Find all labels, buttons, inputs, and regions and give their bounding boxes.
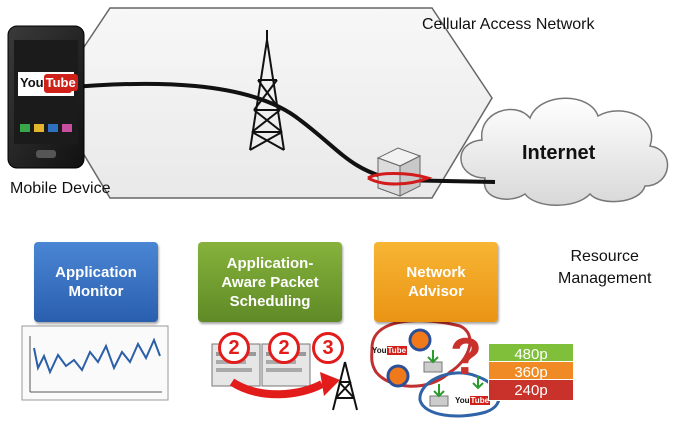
youtube-tube-text: Tube [43, 74, 78, 91]
browser-icon [408, 328, 432, 352]
download-icon [429, 384, 449, 407]
youtube-you-text: You [20, 75, 44, 90]
cell-tower-icon [249, 30, 285, 151]
download-icon [423, 350, 443, 373]
resolution-360p: 360p [488, 361, 574, 383]
network-advisor-box: Network Advisor [374, 242, 498, 322]
step-badge: 3 [312, 332, 344, 364]
application-monitor-box: Application Monitor [34, 242, 158, 322]
internet-cloud [460, 97, 669, 206]
step-badge: 2 [268, 332, 300, 364]
schedule-arrow [229, 378, 324, 399]
youtube-tube-text: Tube [469, 396, 491, 405]
resource-management-label: Resource Management [558, 248, 652, 287]
cellular-network-label: Cellular Access Network [422, 16, 595, 33]
resolution-480p: 480p [488, 343, 574, 365]
throughput-line [33, 337, 161, 375]
youtube-you-text: You [372, 346, 387, 355]
network-cable [61, 81, 496, 184]
browser-icon [386, 364, 410, 388]
download-icon [472, 376, 484, 390]
mobile-device-label: Mobile Device [10, 180, 111, 197]
youtube-logo-small: YouTube [372, 346, 408, 355]
mobile-phone-icon [7, 25, 85, 169]
small-cell-tower-icon [332, 361, 358, 411]
packet-scheduling-box: Application- Aware Packet Scheduling [198, 242, 342, 322]
internet-label: Internet [522, 142, 596, 164]
resolution-240p: 240p [488, 379, 574, 401]
router-cube-icon [367, 147, 433, 197]
youtube-you-text: You [455, 396, 470, 405]
question-mark-icon: ? [450, 328, 482, 386]
youtube-tube-text: Tube [386, 346, 408, 355]
youtube-logo-small: YouTube [455, 396, 491, 405]
monitor-chart-thumbnail [21, 325, 169, 401]
step-badge: 2 [218, 332, 250, 364]
